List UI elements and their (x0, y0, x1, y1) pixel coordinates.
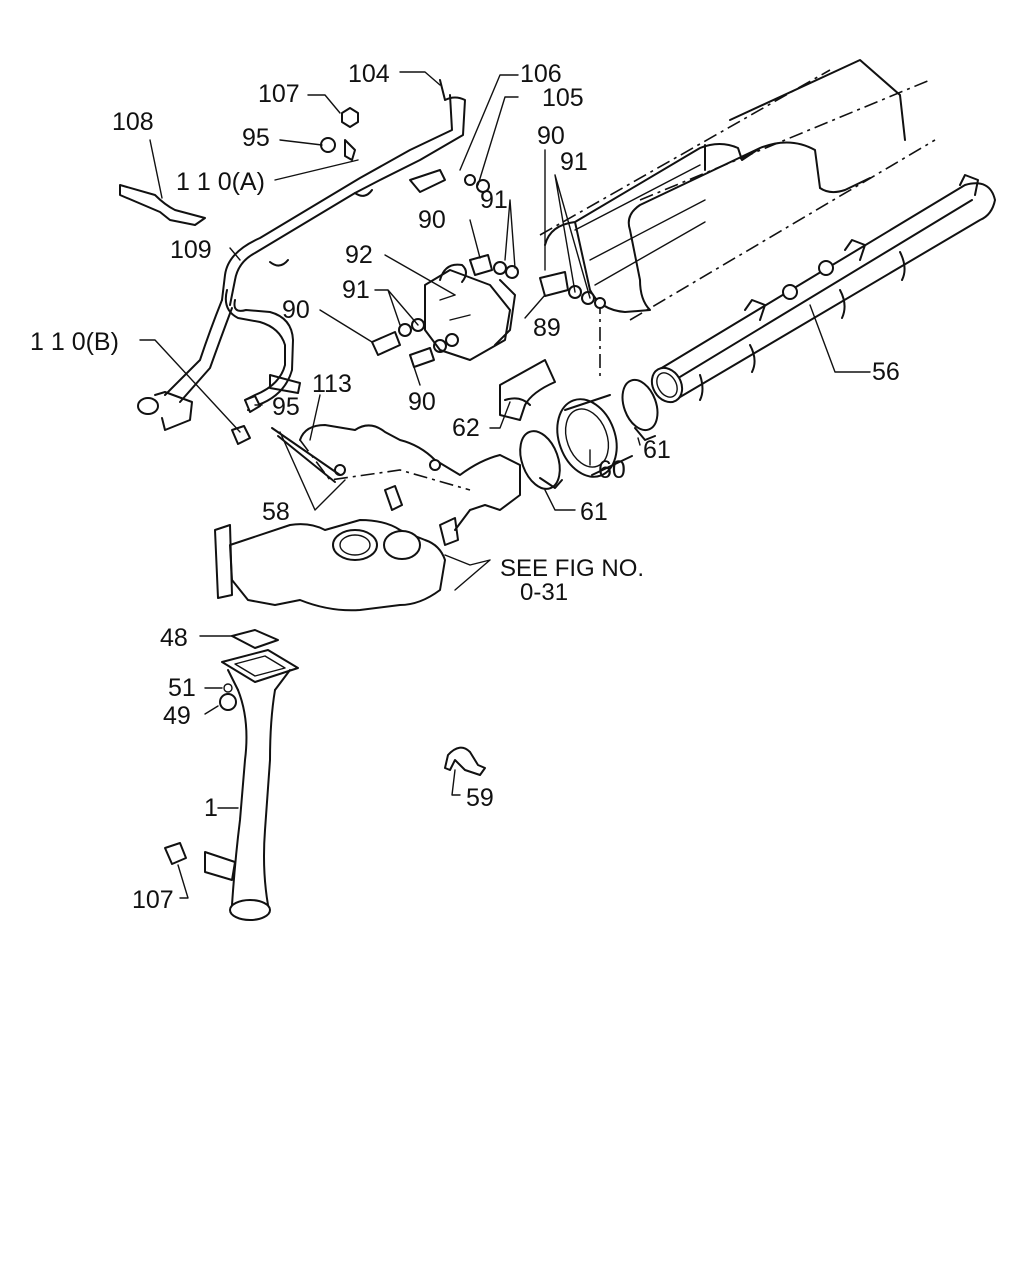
callout-90-d: 90 (408, 388, 436, 416)
tube-assembly-104-109 (119, 79, 466, 431)
callout-59: 59 (466, 784, 494, 812)
callout-61-a: 61 (643, 436, 671, 464)
callout-60: 60 (598, 456, 626, 484)
callout-95-mid: 95 (272, 393, 300, 421)
callout-90-a: 90 (537, 122, 565, 150)
coolant-pipe-56 (650, 174, 996, 404)
callout-90-c: 90 (282, 296, 310, 324)
fasteners (164, 107, 606, 865)
callout-108: 108 (112, 108, 154, 136)
leader-lines (139, 71, 871, 899)
exhaust-manifold (214, 424, 521, 612)
callout-58: 58 (262, 498, 290, 526)
callout-106: 106 (520, 60, 562, 88)
hose-60-clamps-61-62 (499, 359, 659, 490)
callout-91-c: 91 (342, 276, 370, 304)
callout-62: 62 (452, 414, 480, 442)
callout-95-top: 95 (242, 124, 270, 152)
callout-92: 92 (345, 241, 373, 269)
see-fig-label: SEE FIG NO. (500, 555, 644, 582)
callout-1: 1 (204, 794, 218, 822)
callout-113: 113 (312, 370, 352, 398)
callout-91-b: 91 (480, 186, 508, 214)
callout-110a: 1 1 0(A) (176, 168, 265, 196)
callout-89: 89 (533, 314, 561, 342)
callout-48: 48 (160, 624, 188, 652)
bracket-59 (444, 746, 486, 776)
callout-109: 109 (170, 236, 212, 264)
exhaust-pipe-1 (204, 629, 299, 921)
callout-56: 56 (872, 358, 900, 386)
callout-91-a: 91 (560, 148, 588, 176)
callout-51: 51 (168, 674, 196, 702)
engine-block-outline (539, 59, 936, 380)
callout-49: 49 (163, 702, 191, 730)
callout-107-top: 107 (258, 80, 300, 108)
callout-110b: 1 1 0(B) (30, 328, 119, 356)
see-fig-number: 0-31 (520, 579, 568, 606)
callout-90-b: 90 (418, 206, 446, 234)
callout-labels: 104 106 105 107 108 95 1 1 0(A) 90 91 91… (30, 60, 900, 914)
callout-61-b: 61 (580, 498, 608, 526)
housing-92 (424, 263, 516, 361)
callout-105: 105 (542, 84, 584, 112)
callout-107-bot: 107 (132, 886, 174, 914)
callout-104: 104 (348, 60, 390, 88)
